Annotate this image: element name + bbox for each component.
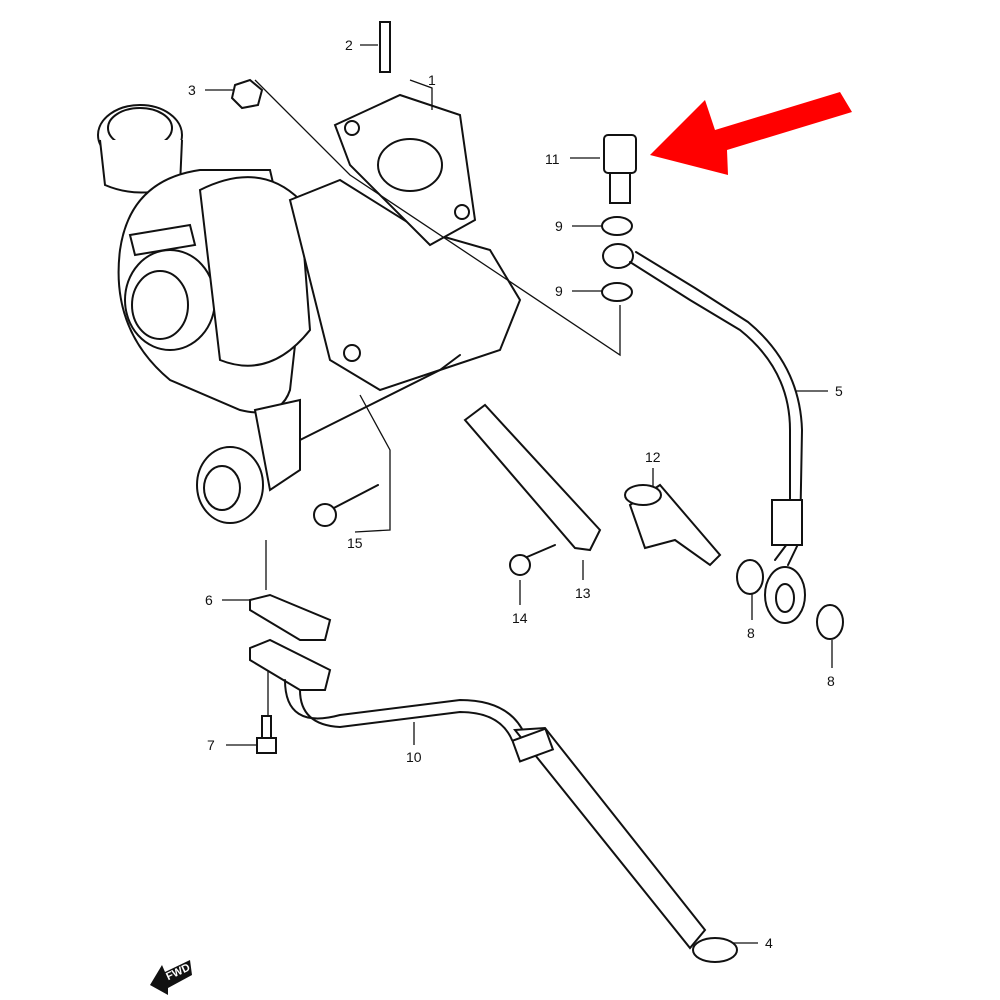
highlight-arrow-icon [650, 92, 852, 175]
leader-lines [205, 44, 833, 944]
callout-13: 13 [575, 585, 591, 601]
drain-gasket[interactable] [249, 593, 332, 641]
gasket-washer[interactable] [601, 282, 633, 302]
callout-8: 8 [827, 673, 835, 689]
callout-8: 8 [747, 625, 755, 641]
drain-gasket[interactable] [249, 638, 332, 691]
callout-11: 11 [545, 151, 560, 167]
callout-15: 15 [347, 535, 363, 551]
callout-9: 9 [555, 283, 563, 299]
fwd-arrow-icon: FWD [150, 960, 192, 995]
callout-4: 4 [765, 935, 773, 951]
callout-5: 5 [835, 383, 843, 399]
gasket-washer[interactable] [601, 216, 633, 236]
bolt[interactable] [256, 715, 277, 754]
callout-9: 9 [555, 218, 563, 234]
bracket[interactable] [463, 403, 602, 552]
callout-1: 1 [428, 72, 436, 88]
callout-labels: 1 2 3 4 5 6 7 8 8 9 9 10 11 12 13 14 15 [188, 37, 843, 951]
bolt[interactable] [509, 544, 556, 576]
nut[interactable] [230, 78, 264, 110]
callout-2: 2 [345, 37, 353, 53]
gasket-washer[interactable] [736, 559, 764, 595]
union-bolt[interactable] [603, 134, 637, 204]
oil-drain-pipe[interactable] [284, 679, 738, 963]
callout-14: 14 [512, 610, 528, 626]
callout-12: 12 [645, 449, 661, 465]
oil-pipe-connector[interactable] [624, 483, 722, 567]
bolt[interactable] [313, 484, 379, 527]
gasket-washer[interactable] [816, 604, 844, 640]
callout-3: 3 [188, 82, 196, 98]
callout-10: 10 [406, 749, 422, 765]
turbocharger-assembly[interactable] [97, 93, 522, 524]
callout-7: 7 [207, 737, 215, 753]
callout-6: 6 [205, 592, 213, 608]
stud[interactable] [379, 21, 391, 73]
oil-feed-pipe[interactable] [602, 243, 806, 624]
